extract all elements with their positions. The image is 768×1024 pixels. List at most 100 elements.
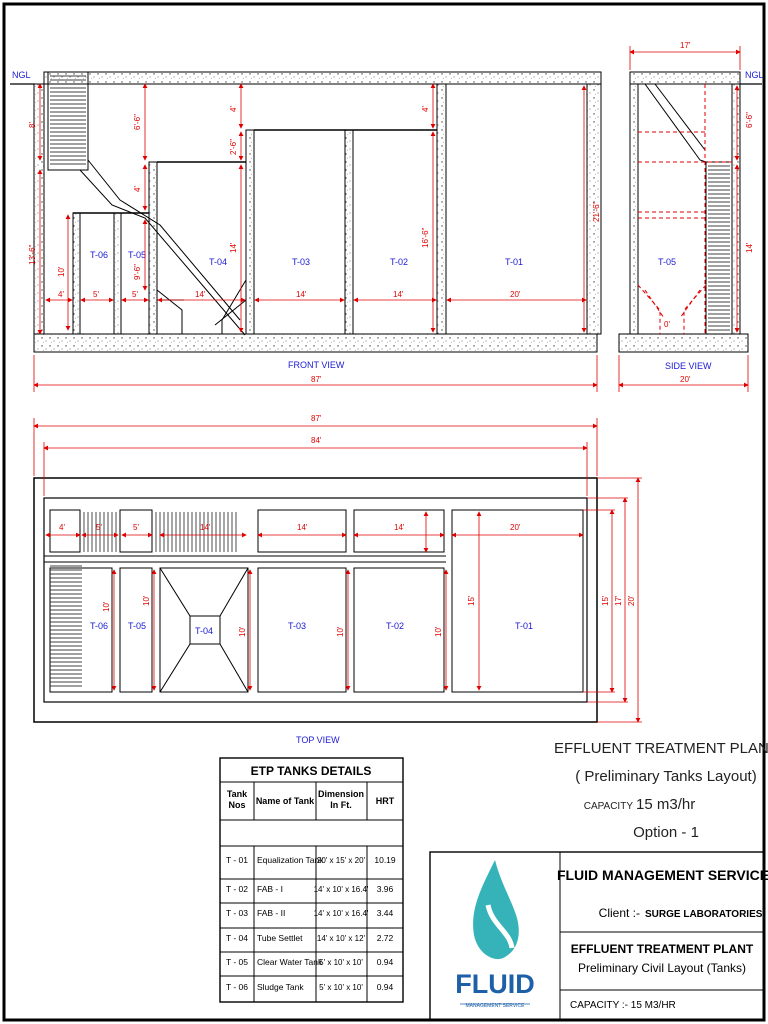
company-box: FLUID MANAGEMENT SERVICE FLUID MANAGEMEN…	[429, 851, 768, 1021]
top-label-t06: T-06	[90, 621, 108, 631]
front-dim-9-6: 9'-6"	[133, 264, 142, 280]
front-dim-14-t04: 14'	[229, 242, 238, 253]
front-label-t06: T-06	[90, 250, 108, 260]
front-dim-6-6: 6'-6"	[133, 114, 142, 130]
front-wall-t06	[72, 212, 81, 335]
top-dim-5a: 5'	[96, 523, 102, 532]
top-label-t04: T-04	[195, 626, 213, 636]
top-dim-15b: 15'	[601, 595, 610, 606]
logo-tagline: MANAGEMENT SERVICE	[466, 1003, 526, 1009]
table-cell-name: Equalization Tank	[257, 855, 324, 865]
table-header-2: Name of Tank	[256, 796, 315, 806]
top-label-t02: T-02	[386, 621, 404, 631]
front-dim-4b: 4'	[421, 106, 430, 112]
table-cell-no: T - 05	[226, 957, 248, 967]
side-view: NGL T-05 0'	[618, 41, 764, 392]
table-cell-dim: 5' x 10' x 10'	[319, 958, 363, 967]
capacity-line: CAPACITY :- 15 M3/HR	[570, 1000, 676, 1011]
top-dim-5b: 5'	[133, 523, 139, 532]
front-dim-10: 10'	[57, 266, 66, 277]
table-cell-hrt: 3.96	[377, 884, 394, 894]
front-wall-t03	[245, 129, 255, 335]
top-dim-10a: 10'	[102, 601, 111, 612]
drawing-title-block: EFFLUENT TREATMENT PLANT ( Preliminary T…	[554, 740, 768, 841]
front-wall-right	[586, 83, 602, 335]
table-title: ETP TANKS DETAILS	[251, 764, 372, 778]
table-header-4: HRT	[376, 796, 395, 806]
table-cell-hrt: 0.94	[377, 982, 394, 992]
client-name: SURGE LABORATORIES	[645, 909, 763, 920]
top-dim-10e: 10'	[434, 626, 443, 637]
company-name: FLUID MANAGEMENT SERVICE	[557, 867, 768, 883]
side-view-caption: SIDE VIEW	[665, 361, 712, 371]
front-view: NGL T-06 T-05 T-04	[10, 70, 602, 392]
front-view-caption: FRONT VIEW	[288, 360, 345, 370]
table-cell-no: T - 01	[226, 855, 248, 865]
front-label-t01: T-01	[505, 257, 523, 267]
front-dim-5b: 5'	[132, 290, 138, 299]
top-inner	[43, 497, 588, 703]
front-dim-2-6: 2'-6"	[229, 139, 238, 155]
front-dim-21-6: 21'-6"	[592, 201, 601, 222]
table-cell-no: T - 06	[226, 982, 248, 992]
table-cell-hrt: 2.72	[377, 933, 394, 943]
front-label-t04: T-04	[209, 257, 227, 267]
front-label-t05: T-05	[128, 250, 146, 260]
table-cell-hrt: 10.19	[374, 855, 396, 865]
front-dim-4-top: 4'	[133, 186, 142, 192]
title-line1: EFFLUENT TREATMENT PLANT	[554, 740, 768, 757]
front-dim-87: 87'	[311, 375, 322, 384]
top-dim-14b: 14'	[297, 523, 308, 532]
front-dim-4a: 4'	[229, 106, 238, 112]
table-cell-dim: 14' x 10' x 12'	[317, 934, 366, 943]
front-top-slab	[43, 71, 602, 85]
table-cell-hrt: 3.44	[377, 908, 394, 918]
top-view-caption: TOP VIEW	[296, 735, 340, 745]
side-dim-6-6: 6'-6"	[745, 112, 754, 128]
front-label-t02: T-02	[390, 257, 408, 267]
table-cell-dim: 5' x 10' x 10'	[319, 983, 363, 992]
table-cell-no: T - 04	[226, 933, 248, 943]
title-capacity-label: CAPACITY	[584, 801, 634, 812]
top-label-t05: T-05	[128, 621, 146, 631]
top-dim-10b: 10'	[142, 595, 151, 606]
front-wall-t02	[344, 129, 354, 335]
top-dim-14a: 14'	[200, 523, 211, 532]
top-view: T-06 T-05 T-04 T-03 T-02 T-01	[33, 414, 642, 745]
title-line2: ( Preliminary Tanks Layout)	[575, 768, 756, 785]
front-base-slab	[33, 333, 598, 353]
table-cell-name: FAB - II	[257, 908, 285, 918]
table-cell-dim: 20' x 15' x 20'	[317, 856, 366, 865]
front-dim-4: 4'	[58, 290, 64, 299]
side-dim-17: 17'	[680, 41, 691, 50]
title-capacity-value: 15 m3/hr	[636, 796, 695, 813]
side-label-t05: T-05	[658, 257, 676, 267]
project-subtitle: Preliminary Civil Layout (Tanks)	[578, 961, 746, 975]
top-dim-20: 20'	[510, 523, 521, 532]
logo-word: FLUID	[455, 969, 534, 999]
side-dim-0: 0'	[664, 320, 670, 329]
front-wall-t05	[113, 212, 122, 335]
ngl-label-front: NGL	[12, 70, 31, 80]
front-dim-8: 8'	[28, 122, 37, 128]
front-dim-14a: 14'	[195, 290, 206, 299]
front-dim-14b: 14'	[296, 290, 307, 299]
client-label: Client :-	[599, 906, 640, 920]
front-wall-t04	[148, 161, 158, 335]
top-dim-15a: 15'	[467, 595, 476, 606]
title-option: Option - 1	[633, 824, 699, 841]
front-label-t03: T-03	[292, 257, 310, 267]
front-wall-left	[33, 83, 45, 335]
front-dim-20: 20'	[510, 290, 521, 299]
table-cell-name: Clear Water Tank	[257, 957, 323, 967]
front-dim-14c: 14'	[393, 290, 404, 299]
top-label-t03: T-03	[288, 621, 306, 631]
front-dim-13-6: 13'-6"	[28, 244, 37, 265]
table-cell-no: T - 03	[226, 908, 248, 918]
top-dim-4: 4'	[59, 523, 65, 532]
table-cell-dim: 14' x 10' x 16.4'	[314, 885, 369, 894]
